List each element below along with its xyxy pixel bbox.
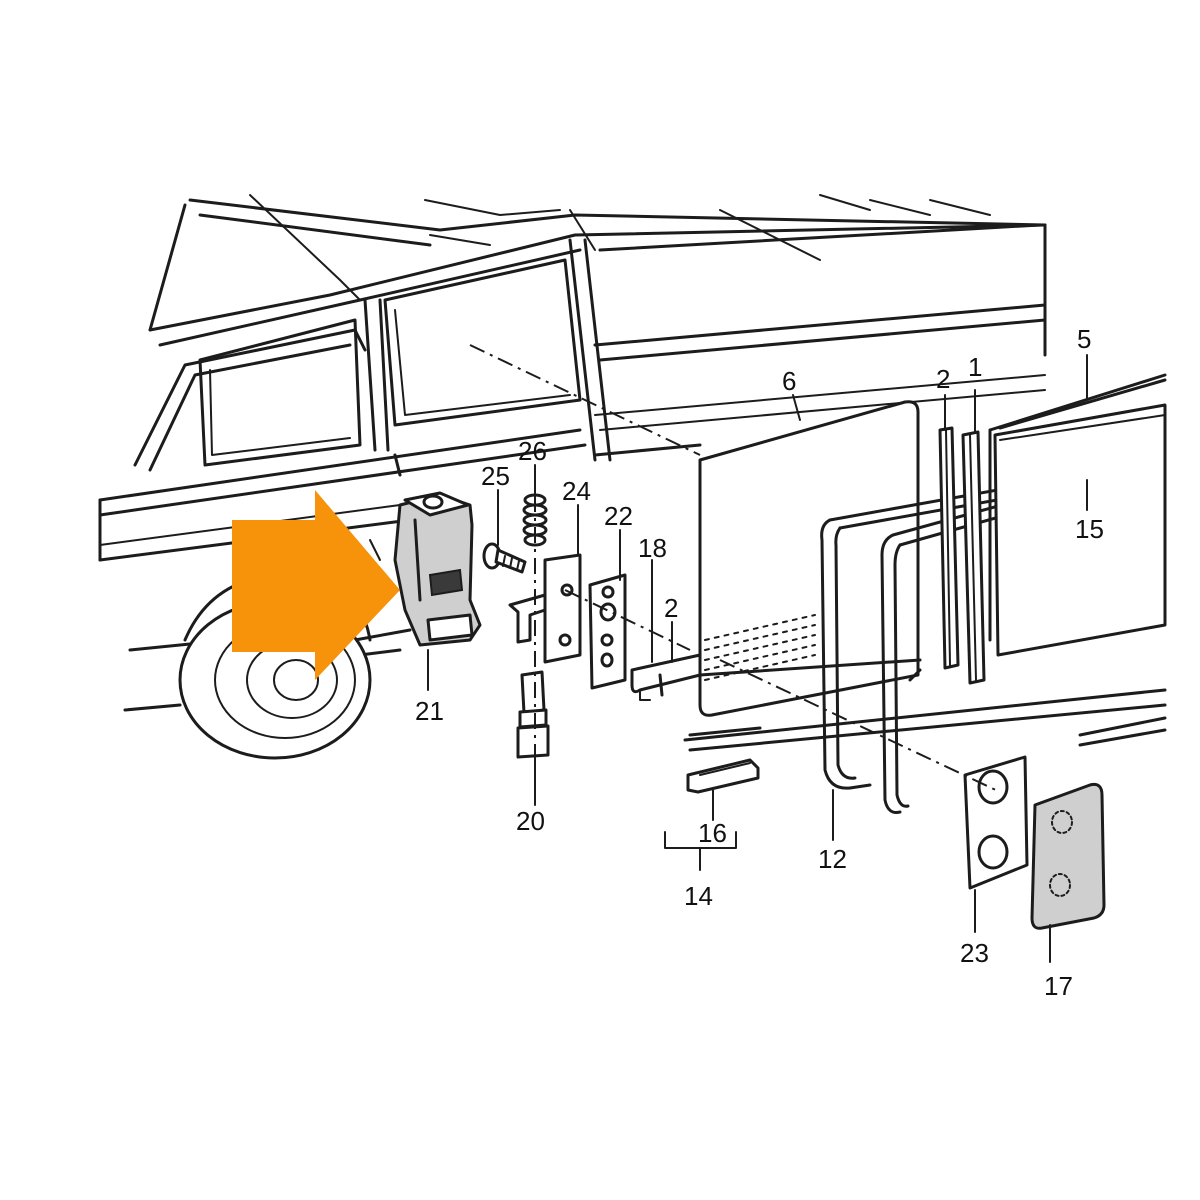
- plate-22: [588, 573, 627, 690]
- callout-6: 6: [782, 366, 796, 396]
- callout-16: 16: [698, 818, 727, 848]
- callout-18: 18: [638, 533, 667, 563]
- callout-15: 15: [1075, 514, 1104, 544]
- lower-rails: [683, 658, 1167, 752]
- callout-labels: 21 25 26 24 22 18 2 6 2 1 5 15 20 16 14 …: [415, 324, 1104, 1001]
- rail-slots: [704, 614, 816, 681]
- callout-23: 23: [960, 938, 989, 968]
- callout-26: 26: [518, 436, 547, 466]
- callout-21: 21: [415, 696, 444, 726]
- guide-rail-18: [630, 653, 702, 701]
- roller-bracket-21: [393, 491, 482, 647]
- plate-23: [963, 755, 1029, 890]
- window-glass-6: [698, 400, 920, 717]
- callout-17: 17: [1044, 971, 1073, 1001]
- callout-25: 25: [481, 461, 510, 491]
- vertical-seal-2: [938, 426, 960, 670]
- highlight-arrow: [232, 490, 400, 680]
- callout-14: 14: [684, 881, 713, 911]
- leader-lines: [427, 354, 1088, 963]
- callout-1: 1: [968, 352, 982, 382]
- vertical-seal-1: [961, 430, 986, 685]
- callout-2-upper: 2: [936, 364, 950, 394]
- callout-5: 5: [1077, 324, 1091, 354]
- callout-12: 12: [818, 844, 847, 874]
- guide-16: [686, 758, 760, 794]
- cover-cap-17: [1030, 783, 1106, 930]
- callout-22: 22: [604, 501, 633, 531]
- roller-pin-20: [516, 670, 550, 759]
- window-glass-15: [988, 373, 1167, 657]
- hinge-plate-24: [508, 553, 582, 664]
- assembly-lines: [469, 344, 1001, 793]
- bolt-25: [482, 542, 527, 574]
- callout-24: 24: [562, 476, 591, 506]
- callout-2-lower: 2: [664, 593, 678, 623]
- callout-20: 20: [516, 806, 545, 836]
